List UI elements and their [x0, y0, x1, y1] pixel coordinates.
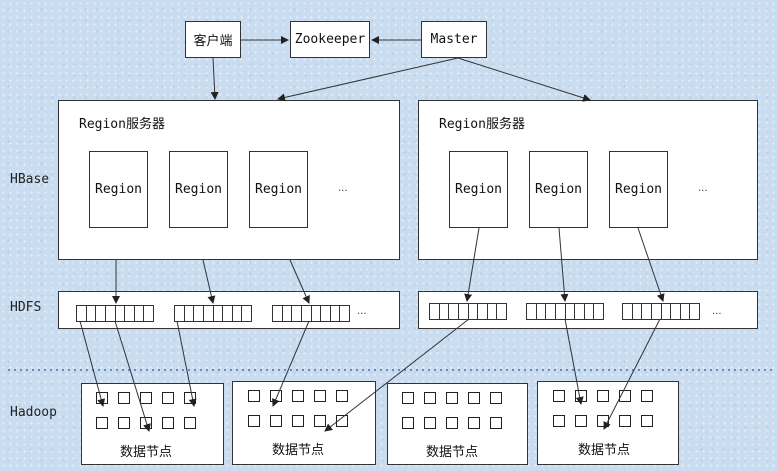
data-block-square [248, 415, 260, 427]
data-node-label: 数据节点 [426, 445, 479, 460]
region-2-2: Region [529, 151, 588, 228]
data-block-square [292, 390, 304, 402]
data-block-square [118, 417, 130, 429]
data-block-square [402, 392, 414, 404]
master-box: Master [421, 21, 487, 58]
data-block-square [336, 390, 348, 402]
data-block-square [402, 417, 414, 429]
data-block-square [490, 417, 502, 429]
layer-label-hadoop: Hadoop [10, 405, 57, 420]
data-block-square [424, 392, 436, 404]
region-label: Region [535, 182, 582, 197]
data-block-square [597, 415, 609, 427]
data-block-square [575, 390, 587, 402]
data-node-label: 数据节点 [120, 445, 173, 460]
data-node-label: 数据节点 [272, 443, 325, 458]
data-block-square [424, 417, 436, 429]
hdfs-block-group [429, 303, 507, 320]
hdfs-more-1: ... [357, 306, 367, 317]
data-block-square [118, 392, 130, 404]
region-1-3: Region [249, 151, 308, 228]
hdfs-block-group [622, 303, 700, 320]
region-more-2: ... [698, 183, 708, 194]
data-block-square [446, 417, 458, 429]
region-1-2: Region [169, 151, 228, 228]
region-server-title: Region服务器 [79, 117, 165, 132]
zookeeper-box: Zookeeper [290, 21, 370, 58]
data-block-square [96, 417, 108, 429]
data-block-square [553, 415, 565, 427]
data-block-square [597, 390, 609, 402]
region-label: Region [615, 182, 662, 197]
data-block-square [468, 417, 480, 429]
layer-label-hdfs: HDFS [10, 300, 42, 315]
data-block-square [553, 390, 565, 402]
arrow-client-server1 [210, 57, 219, 100]
region-2-1: Region [449, 151, 508, 228]
data-block-square [184, 392, 196, 404]
arrow-master-server2 [457, 57, 591, 102]
region-2-3: Region [609, 151, 668, 228]
data-block-square [270, 390, 282, 402]
data-block-square [314, 415, 326, 427]
region-server-title: Region服务器 [439, 117, 525, 132]
hdfs-block-group [174, 305, 252, 322]
hdfs-block-group [76, 305, 154, 322]
data-block-square [641, 390, 653, 402]
zookeeper-label: Zookeeper [294, 32, 366, 47]
region-more-1: ... [338, 183, 348, 194]
client-label: 客户端 [193, 34, 233, 49]
hdfs-more-2: ... [712, 306, 722, 317]
hdfs-block-group [526, 303, 604, 320]
data-block-square [162, 392, 174, 404]
data-block-square [270, 415, 282, 427]
client-box: 客户端 [185, 21, 241, 58]
layer-label-hbase: HBase [10, 172, 50, 187]
data-block-square [248, 390, 260, 402]
region-1-1: Region [89, 151, 148, 228]
data-block-square [140, 392, 152, 404]
data-block-square [575, 415, 587, 427]
data-block-square [140, 417, 152, 429]
master-label: Master [430, 32, 478, 47]
region-label: Region [95, 182, 142, 197]
data-block-square [314, 390, 326, 402]
data-block-square [641, 415, 653, 427]
data-block-square [96, 392, 108, 404]
data-block-square [490, 392, 502, 404]
hdfs-block-group [272, 305, 350, 322]
data-block-square [619, 415, 631, 427]
arrow-master-server1 [277, 57, 459, 102]
data-block-square [619, 390, 631, 402]
data-node-label: 数据节点 [578, 443, 631, 458]
data-block-square [292, 415, 304, 427]
data-block-square [162, 417, 174, 429]
data-block-square [446, 392, 458, 404]
region-label: Region [175, 182, 222, 197]
region-label: Region [255, 182, 302, 197]
data-block-square [468, 392, 480, 404]
region-label: Region [455, 182, 502, 197]
data-block-square [184, 417, 196, 429]
data-block-square [336, 415, 348, 427]
